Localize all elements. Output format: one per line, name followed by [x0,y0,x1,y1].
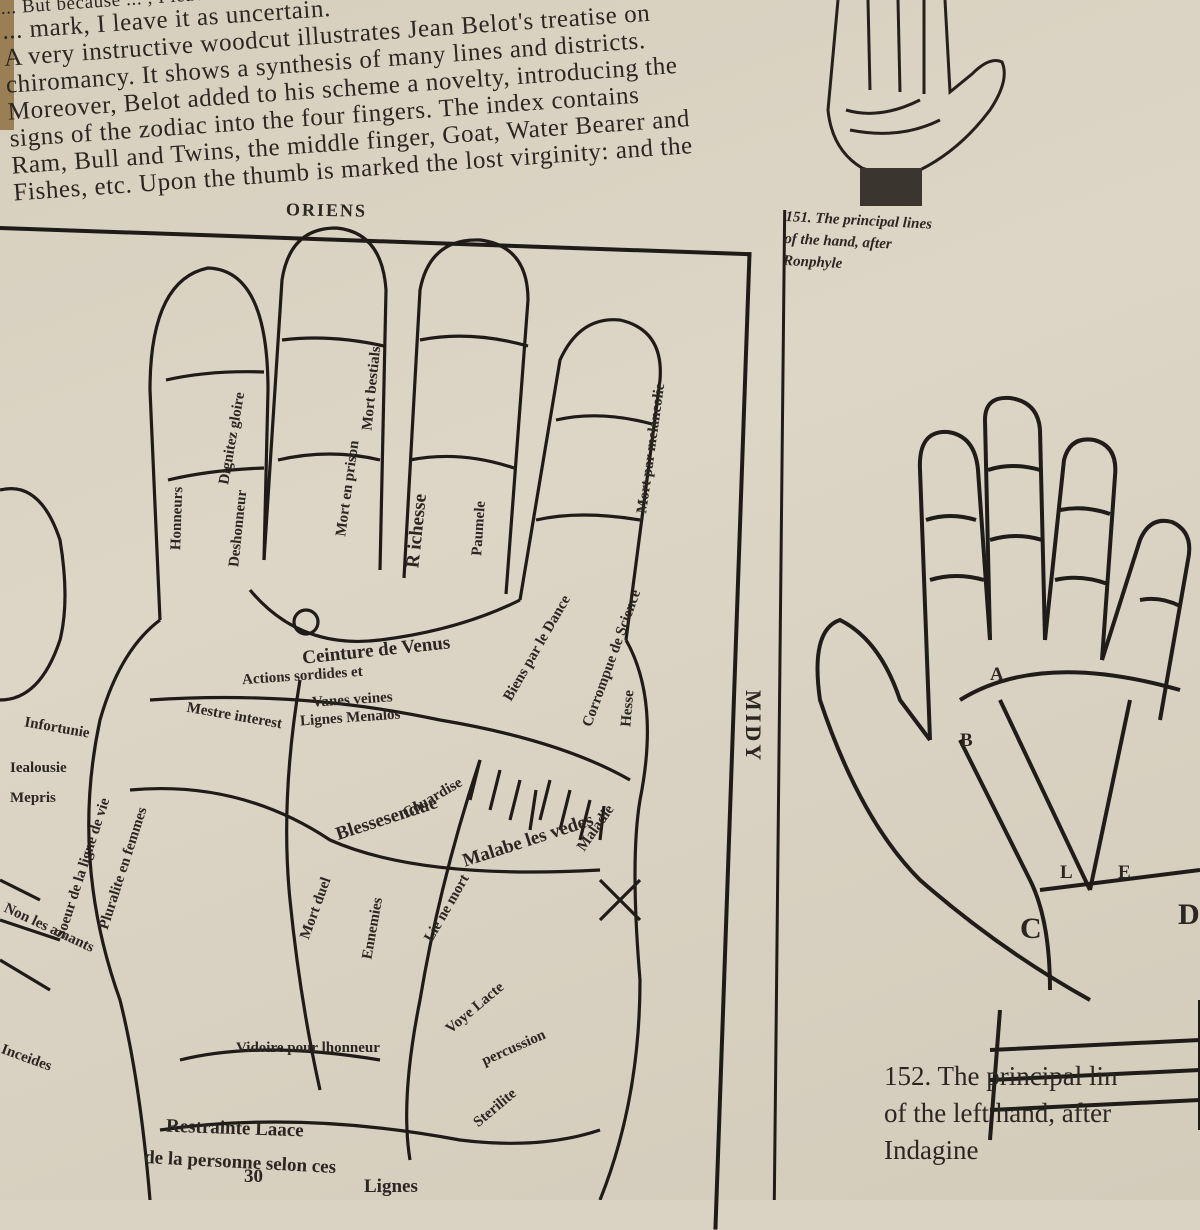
hand-illustrations [0,0,1200,1200]
palm-label: Iealousie [10,760,67,777]
caption-line: Indagine [884,1132,1200,1169]
palm-label: Vidoire pour lhonneur [236,1040,380,1057]
left-hand-icon [818,398,1200,1140]
palm-label: Lignes [364,1176,418,1198]
figure-top-label: ORIENS [286,199,367,221]
figure-side-label: MIDY [740,690,766,763]
line-letter: C [1020,912,1042,946]
palm-label: Honneurs [168,487,187,551]
figure-152-caption: 152. The principal lin of the left hand,… [884,1058,1200,1169]
line-letter: A [990,664,1004,686]
line-letter: L [1060,862,1073,884]
caption-line: 152. The principal lin [884,1058,1200,1095]
wrist-icon [860,168,922,206]
line-letter: B [960,730,973,752]
book-page: ... But because ... , I leave it as unce… [0,0,1200,1200]
palm-label: 30 [244,1166,263,1188]
palm-label: Mepris [10,790,56,807]
caption-line: of the left hand, after [884,1095,1200,1132]
hand-icon [828,0,1004,172]
palm-label: Hesse [618,689,638,727]
line-letter: D [1178,898,1200,932]
line-letter: E [1118,862,1131,884]
